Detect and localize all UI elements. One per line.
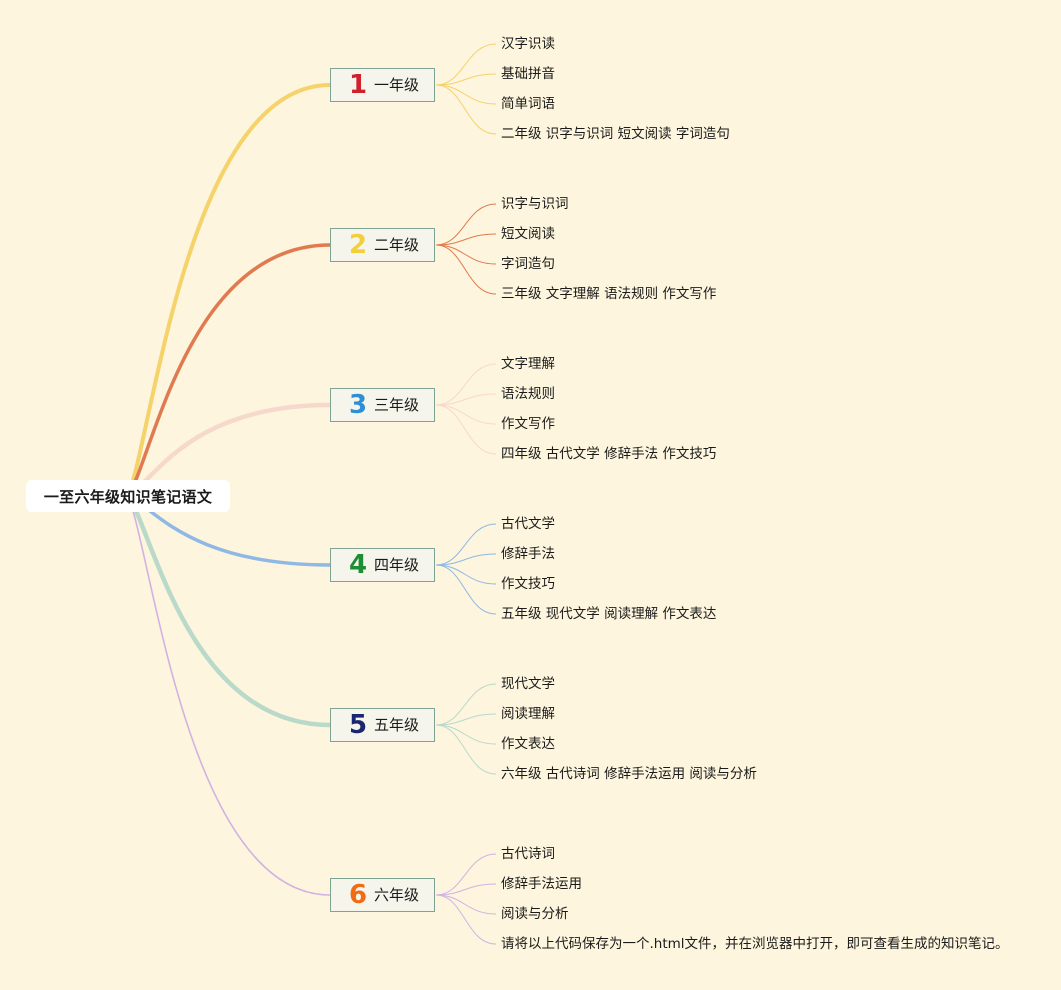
leaf-line — [435, 73, 497, 86]
leaf-line — [435, 894, 497, 945]
leaf-line — [435, 84, 497, 135]
leaf-topic[interactable]: 文字理解 — [501, 356, 555, 372]
leaf-line — [435, 84, 497, 105]
leaf-topic[interactable]: 作文写作 — [501, 416, 555, 432]
grade-number-badge: 5 — [349, 710, 368, 740]
leaf-line — [435, 564, 497, 615]
leaf-line — [435, 713, 497, 726]
grade-number-badge: 6 — [349, 880, 368, 910]
leaf-topic[interactable]: 现代文学 — [501, 676, 555, 692]
leaf-line — [435, 724, 497, 775]
grade-number-badge: 1 — [349, 70, 368, 100]
leaf-line — [435, 244, 497, 265]
branch-line-grade-2 — [126, 243, 332, 498]
leaf-line — [435, 724, 497, 745]
leaf-topic[interactable]: 基础拼音 — [501, 66, 555, 82]
leaf-topic[interactable]: 简单词语 — [501, 96, 555, 112]
root-topic-label: 一至六年级知识笔记语文 — [43, 487, 213, 506]
leaf-topic[interactable]: 修辞手法 — [501, 546, 555, 562]
leaf-topic[interactable]: 字词造句 — [501, 256, 555, 272]
leaf-topic[interactable]: 阅读与分析 — [501, 906, 569, 922]
leaf-topic[interactable]: 古代文学 — [501, 516, 555, 532]
leaf-line — [435, 553, 497, 566]
leaf-topic[interactable]: 五年级 现代文学 阅读理解 作文表达 — [501, 606, 717, 622]
leaf-topic[interactable]: 六年级 古代诗词 修辞手法运用 阅读与分析 — [501, 766, 757, 782]
leaf-line — [435, 363, 497, 406]
branch-line-grade-6 — [127, 495, 331, 896]
leaf-topic[interactable]: 请将以上代码保存为一个.html文件，并在浏览器中打开，即可查看生成的知识笔记。 — [501, 936, 1009, 952]
branch-line-grade-5 — [125, 493, 333, 728]
leaf-line — [435, 43, 497, 86]
leaf-topic[interactable]: 短文阅读 — [501, 226, 555, 242]
leaf-topic[interactable]: 修辞手法运用 — [501, 876, 582, 892]
leaf-line — [435, 393, 497, 406]
leaf-line — [435, 404, 497, 425]
grade-node-2[interactable]: 2 二年级 — [330, 228, 435, 262]
leaf-line — [435, 233, 497, 246]
leaf-line — [435, 853, 497, 896]
leaf-line — [435, 564, 497, 585]
leaf-line — [435, 883, 497, 896]
grade-label: 三年级 — [374, 396, 420, 414]
grade-node-3[interactable]: 3 三年级 — [330, 388, 435, 422]
leaf-line — [435, 894, 497, 915]
leaf-topic[interactable]: 作文表达 — [501, 736, 555, 752]
grade-node-1[interactable]: 1 一年级 — [330, 68, 435, 102]
grade-node-4[interactable]: 4 四年级 — [330, 548, 435, 582]
grade-node-6[interactable]: 6 六年级 — [330, 878, 435, 912]
grade-number-badge: 2 — [349, 230, 368, 260]
leaf-topic[interactable]: 识字与识词 — [501, 196, 569, 212]
leaf-line — [435, 404, 497, 455]
leaf-line — [435, 523, 497, 566]
leaf-topic[interactable]: 阅读理解 — [501, 706, 555, 722]
leaf-line — [435, 244, 497, 295]
grade-node-5[interactable]: 5 五年级 — [330, 708, 435, 742]
grade-number-badge: 3 — [349, 390, 368, 420]
leaf-line — [435, 203, 497, 246]
grade-label: 六年级 — [374, 886, 420, 904]
grade-label: 一年级 — [374, 76, 420, 94]
grade-label: 五年级 — [374, 716, 420, 734]
leaf-topic[interactable]: 二年级 识字与识词 短文阅读 字词造句 — [501, 126, 730, 142]
leaf-topic[interactable]: 作文技巧 — [501, 576, 555, 592]
leaf-topic[interactable]: 三年级 文字理解 语法规则 作文写作 — [501, 286, 717, 302]
root-topic[interactable]: 一至六年级知识笔记语文 — [26, 480, 230, 512]
leaf-topic[interactable]: 汉字识读 — [501, 36, 555, 52]
leaf-line — [435, 683, 497, 726]
grade-number-badge: 4 — [349, 550, 368, 580]
grade-label: 四年级 — [374, 556, 420, 574]
grade-label: 二年级 — [374, 236, 420, 254]
leaf-topic[interactable]: 四年级 古代文学 修辞手法 作文技巧 — [501, 446, 717, 462]
branch-line-grade-1 — [126, 83, 332, 498]
leaf-topic[interactable]: 古代诗词 — [501, 846, 555, 862]
leaf-topic[interactable]: 语法规则 — [501, 386, 555, 402]
